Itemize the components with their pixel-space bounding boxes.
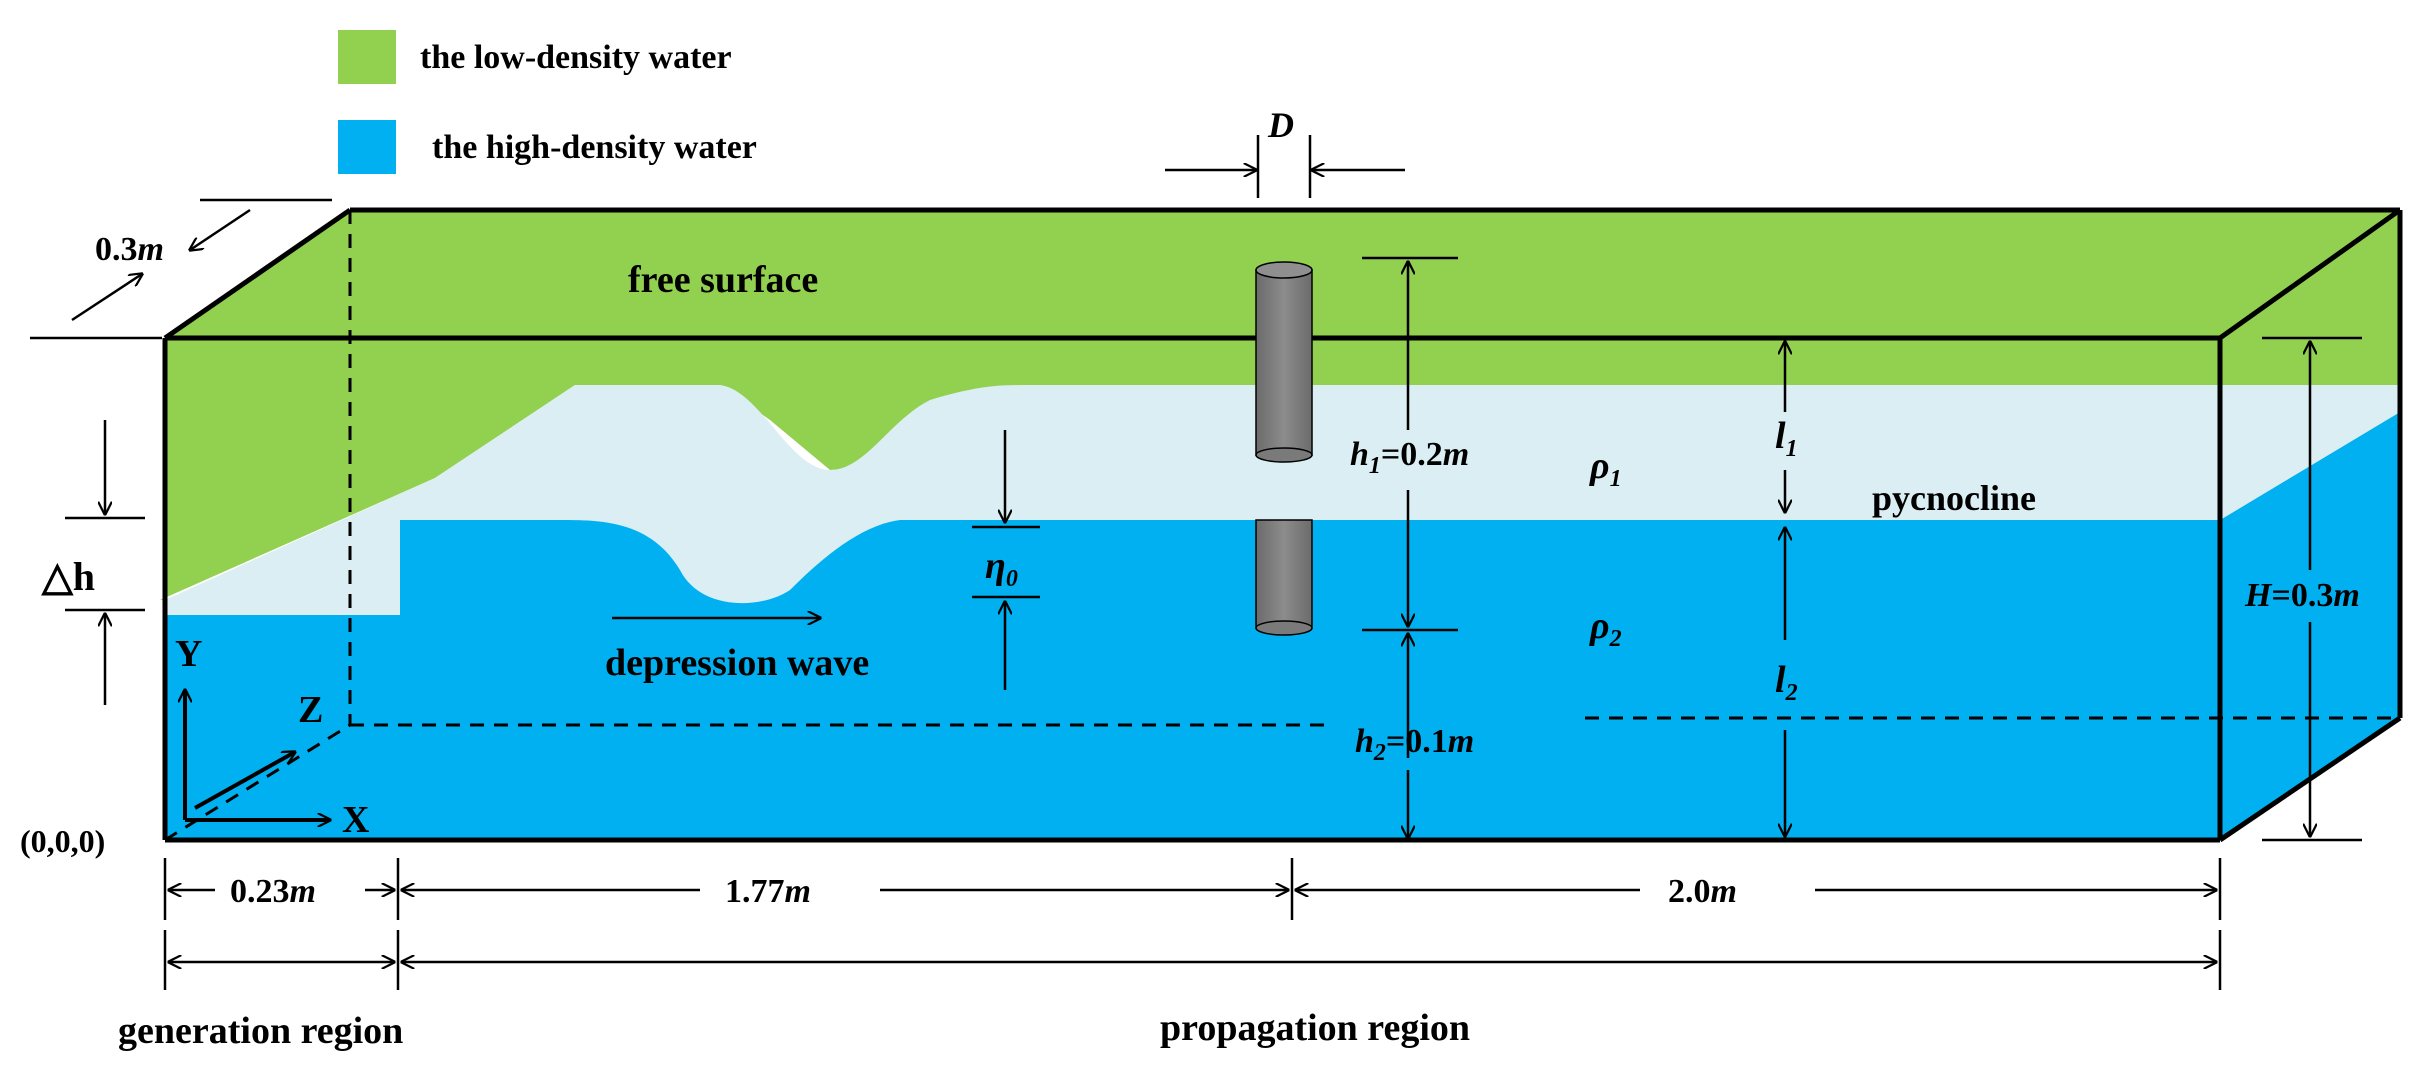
rho2-label: ρ2 (1589, 605, 1622, 652)
legend-label-high-density: the high-density water (432, 129, 757, 166)
front-pycnocline-layer (165, 385, 2220, 615)
l1-label: l1 (1775, 415, 1798, 462)
delta-h-label: △h (41, 554, 95, 599)
depth-dimension (30, 198, 332, 340)
right-face-low-density (2220, 210, 2400, 385)
front-low-density-layer (160, 338, 2220, 600)
diameter-label: D (1267, 105, 1294, 145)
length-2p0-label: 2.0m (1668, 873, 1737, 910)
rho1-label: ρ1 (1589, 445, 1622, 492)
axis-x-label: X (342, 799, 369, 841)
region-dimensions-row2 (163, 930, 2222, 990)
propagation-region-label: propagation region (1160, 1007, 1470, 1049)
eta0-label: η0 (985, 545, 1018, 592)
legend: the low-density water the high-density w… (338, 30, 757, 174)
h1-h2-dimension (1362, 256, 1458, 838)
legend-swatch-low-density (338, 30, 396, 84)
h2-label: h2=0.1m (1355, 723, 1474, 766)
tank (160, 207, 2403, 843)
delta-h-dimension (65, 420, 145, 705)
tank-outline (162, 207, 2403, 843)
generation-region-label: generation region (118, 1010, 403, 1052)
H-label: H=0.3m (2244, 577, 2360, 614)
length-dimensions-row1 (163, 858, 2222, 920)
pycnocline-label: pycnocline (1872, 478, 2036, 518)
length-1p77-label: 1.77m (725, 873, 811, 910)
length-0p23-label: 0.23m (230, 873, 316, 910)
front-high-density-layer (165, 520, 2220, 840)
H-dimension (2262, 336, 2362, 842)
free-surface-label: free surface (628, 259, 818, 301)
legend-swatch-high-density (338, 120, 396, 174)
depth-label: 0.3m (95, 231, 164, 268)
axes (185, 690, 330, 820)
diameter-dimension (1165, 135, 1405, 198)
axis-y-label: Y (175, 633, 202, 675)
legend-label-low-density: the low-density water (420, 39, 732, 76)
axis-z-label: Z (298, 689, 323, 731)
origin-label: (0,0,0) (20, 823, 105, 859)
h1-label: h1=0.2m (1350, 436, 1469, 479)
eta0-dimension (972, 430, 1040, 690)
cylinder (1255, 261, 1313, 636)
depression-wave-label: depression wave (605, 642, 869, 684)
l2-label: l2 (1775, 659, 1798, 706)
